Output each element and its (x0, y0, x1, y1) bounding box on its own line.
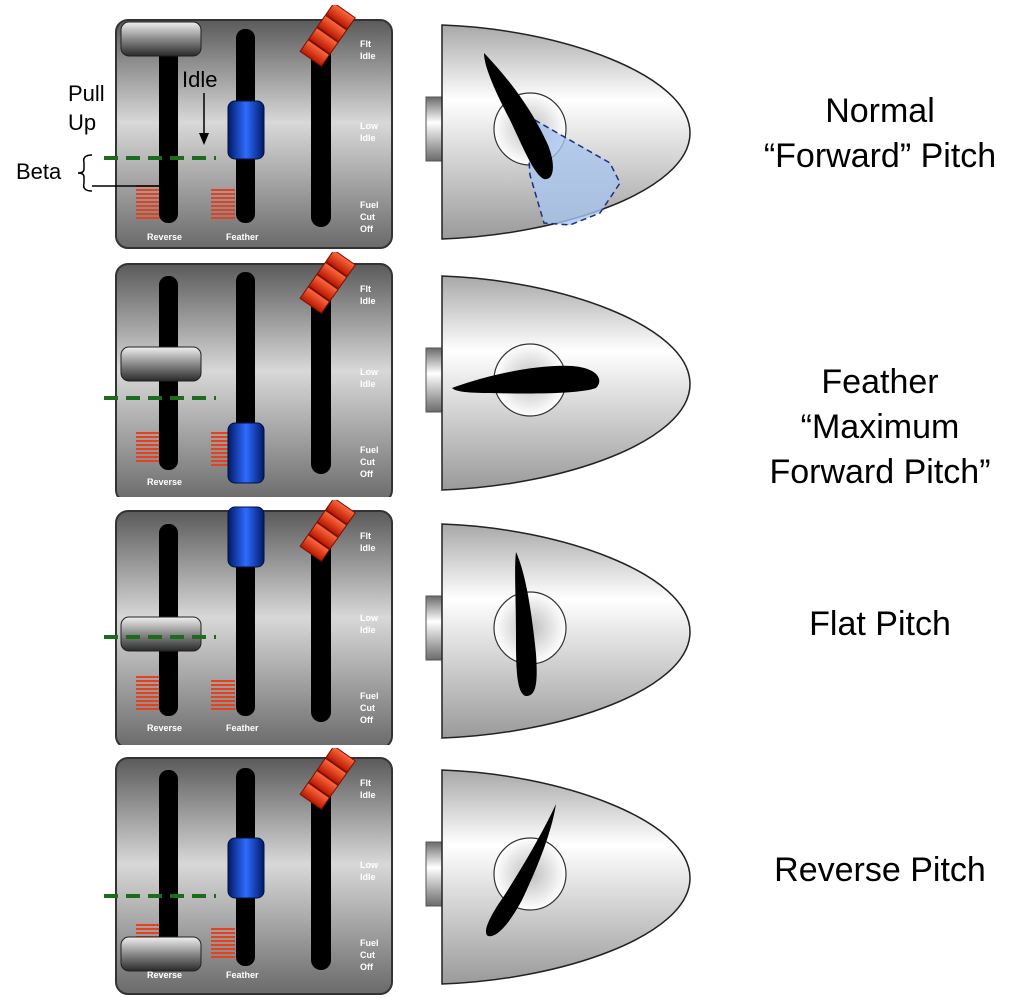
propeller-blade (452, 365, 600, 394)
throttle-quadrant: Reverse Flt Idle Low Idle Fuel Cut Off (115, 252, 393, 497)
feather-label: Feather (226, 232, 259, 242)
feather-zone-marker (211, 926, 235, 960)
idle-annotation: Idle (182, 67, 217, 92)
low-idle-label: Idle (360, 133, 376, 143)
row-normal-pitch: Reverse Feather Flt Idle Low Idle Fuel C… (0, 5, 1030, 250)
propeller-blade (485, 804, 556, 937)
power-lever-knob[interactable] (120, 21, 202, 57)
flt-label: Flt (360, 39, 371, 49)
reverse-label: Reverse (147, 232, 182, 242)
prop-lever-knob[interactable] (227, 837, 265, 899)
reverse-zone-marker (136, 430, 160, 464)
beta-brace (77, 154, 93, 192)
flt-idle-label: Idle (360, 51, 376, 61)
pull-label: Pull (68, 81, 105, 106)
power-lever-track (159, 770, 178, 966)
flt-idle-label: Idle (360, 543, 376, 553)
low-idle-label: Idle (360, 379, 376, 389)
power-lever-knob[interactable] (120, 936, 202, 972)
flt-label: Flt (360, 284, 371, 294)
power-lever-knob[interactable] (120, 346, 202, 382)
reverse-zone-marker (136, 676, 160, 710)
cut-label: Cut (360, 457, 375, 467)
row-flat-pitch: Reverse Feather Flt Idle Low Idle Fuel C… (0, 500, 1030, 745)
row-feather-diagram: Reverse Flt Idle Low Idle Fuel Cut Off (104, 252, 691, 497)
reverse-label: Reverse (147, 477, 182, 487)
row-normal-diagram: Reverse Feather Flt Idle Low Idle Fuel C… (16, 5, 691, 249)
prop-lever-knob[interactable] (227, 506, 265, 568)
feather-label: Feather (226, 723, 259, 733)
title-line: Forward Pitch” (769, 453, 991, 491)
cut-label: Cut (360, 703, 375, 713)
title-line: Feather (821, 363, 939, 401)
reverse-label: Reverse (147, 723, 182, 733)
prop-lever-track (236, 272, 255, 470)
row-reverse-diagram: Reverse Feather Flt Idle Low Idle Fuel C… (104, 748, 691, 995)
title-line: “Maximum (800, 408, 960, 446)
propeller-spinner (425, 523, 691, 739)
prop-lever-knob[interactable] (227, 100, 265, 160)
row-reverse-pitch: Reverse Feather Flt Idle Low Idle Fuel C… (0, 748, 1030, 995)
row-feather-title: Feather “Maximum Forward Pitch” (740, 360, 1020, 495)
fuel-label: Fuel (360, 938, 379, 948)
propeller-blade (484, 53, 553, 180)
off-label: Off (360, 224, 374, 234)
propeller-blade (515, 552, 537, 696)
flt-label: Flt (360, 531, 371, 541)
title-line: Flat Pitch (809, 605, 951, 643)
flt-idle-label: Idle (360, 296, 376, 306)
row-feather-pitch: Reverse Flt Idle Low Idle Fuel Cut Off F… (0, 252, 1030, 497)
low-idle-label: Idle (360, 625, 376, 635)
throttle-quadrant: Reverse Feather Flt Idle Low Idle Fuel C… (115, 5, 393, 249)
fuel-label: Fuel (360, 691, 379, 701)
propeller-spinner (425, 769, 691, 985)
reverse-zone-marker (136, 185, 160, 219)
throttle-quadrant: Reverse Feather Flt Idle Low Idle Fuel C… (115, 500, 393, 745)
title-line: “Forward” Pitch (763, 137, 997, 175)
reverse-label: Reverse (147, 970, 182, 980)
row-flat-title: Flat Pitch (740, 602, 1020, 647)
throttle-quadrant: Reverse Feather Flt Idle Low Idle Fuel C… (115, 748, 393, 995)
row-reverse-title: Reverse Pitch (740, 848, 1020, 893)
feather-zone-marker (211, 187, 235, 221)
flt-idle-label: Idle (360, 790, 376, 800)
idle-arrow (199, 93, 209, 145)
low-label: Low (360, 121, 379, 131)
fuel-label: Fuel (360, 200, 379, 210)
low-label: Low (360, 367, 379, 377)
low-idle-label: Idle (360, 872, 376, 882)
reverse-range-area (525, 113, 621, 226)
cut-label: Cut (360, 212, 375, 222)
off-label: Off (360, 469, 374, 479)
up-label: Up (68, 110, 96, 135)
low-label: Low (360, 860, 379, 870)
title-line: Normal (825, 92, 935, 130)
power-lever-track (159, 33, 178, 223)
prop-lever-knob[interactable] (227, 422, 265, 484)
row-normal-title: Normal “Forward” Pitch (740, 89, 1020, 179)
fuel-label: Fuel (360, 445, 379, 455)
flt-label: Flt (360, 778, 371, 788)
power-lever-knob[interactable] (120, 616, 202, 652)
off-label: Off (360, 715, 374, 725)
feather-label: Feather (226, 970, 259, 980)
low-label: Low (360, 613, 379, 623)
cut-label: Cut (360, 950, 375, 960)
title-line: Reverse Pitch (774, 851, 986, 889)
propeller-spinner (425, 275, 691, 491)
feather-zone-marker (211, 678, 235, 712)
row-flat-diagram: Reverse Feather Flt Idle Low Idle Fuel C… (104, 500, 691, 745)
beta-annotation: Beta (16, 159, 62, 184)
propeller-spinner (425, 24, 691, 240)
off-label: Off (360, 962, 374, 972)
